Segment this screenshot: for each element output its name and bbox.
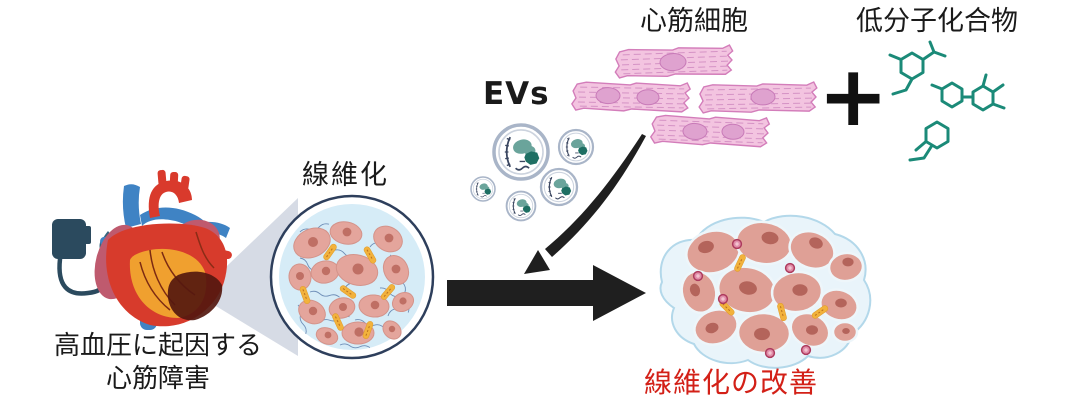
- cardiomyocyte-cell: [698, 81, 818, 114]
- small-molecule-structures: [888, 40, 1006, 162]
- label-fibrosis-improvement: 線維化の改善: [644, 366, 819, 399]
- improved-tissue-cluster: [659, 214, 872, 369]
- label-hypertension-cause-line1: 高血圧に起因する: [53, 331, 262, 361]
- label-hypertension-cause: 高血圧に起因する 心筋障害: [30, 330, 286, 396]
- cardiomyocyte-cell: [649, 113, 771, 148]
- vesicle-icon: [470, 176, 496, 202]
- treatment-arrow: [447, 265, 646, 321]
- label-cardiomyocytes: 心筋細胞: [640, 6, 748, 37]
- molecule-icon: [888, 40, 947, 96]
- label-small-molecules: 低分子化合物: [856, 6, 1018, 37]
- cardiomyocyte-cell: [571, 80, 691, 113]
- molecule-icon: [930, 73, 1006, 112]
- fibrotic-muscle-cells: [288, 221, 415, 345]
- plus-sign: +: [818, 47, 889, 145]
- cardiomyocyte-cell: [613, 44, 735, 79]
- healthy-cell-nuclei: [689, 231, 854, 341]
- label-evs: EVs: [483, 76, 550, 112]
- magnifier-cone: [206, 198, 298, 356]
- vesicle-icon: [492, 123, 550, 181]
- fibrotic-cell-nuclei: [296, 227, 407, 339]
- heart-illustration: [94, 169, 232, 330]
- vesicle-icon: [539, 167, 579, 207]
- extracellular-vesicles: [470, 123, 595, 222]
- vesicle-icon: [505, 190, 537, 222]
- evs-secretion-arrow: [524, 134, 646, 274]
- fibrotic-tissue-circle: [269, 194, 435, 360]
- cardiomyocyte-cells: [571, 44, 818, 148]
- label-hypertension-cause-line2: 心筋障害: [105, 364, 210, 394]
- molecule-icon: [908, 120, 950, 162]
- label-fibrosis: 線維化: [302, 160, 389, 191]
- vesicle-icon: [557, 128, 595, 166]
- healthy-muscle-cells: [680, 220, 865, 355]
